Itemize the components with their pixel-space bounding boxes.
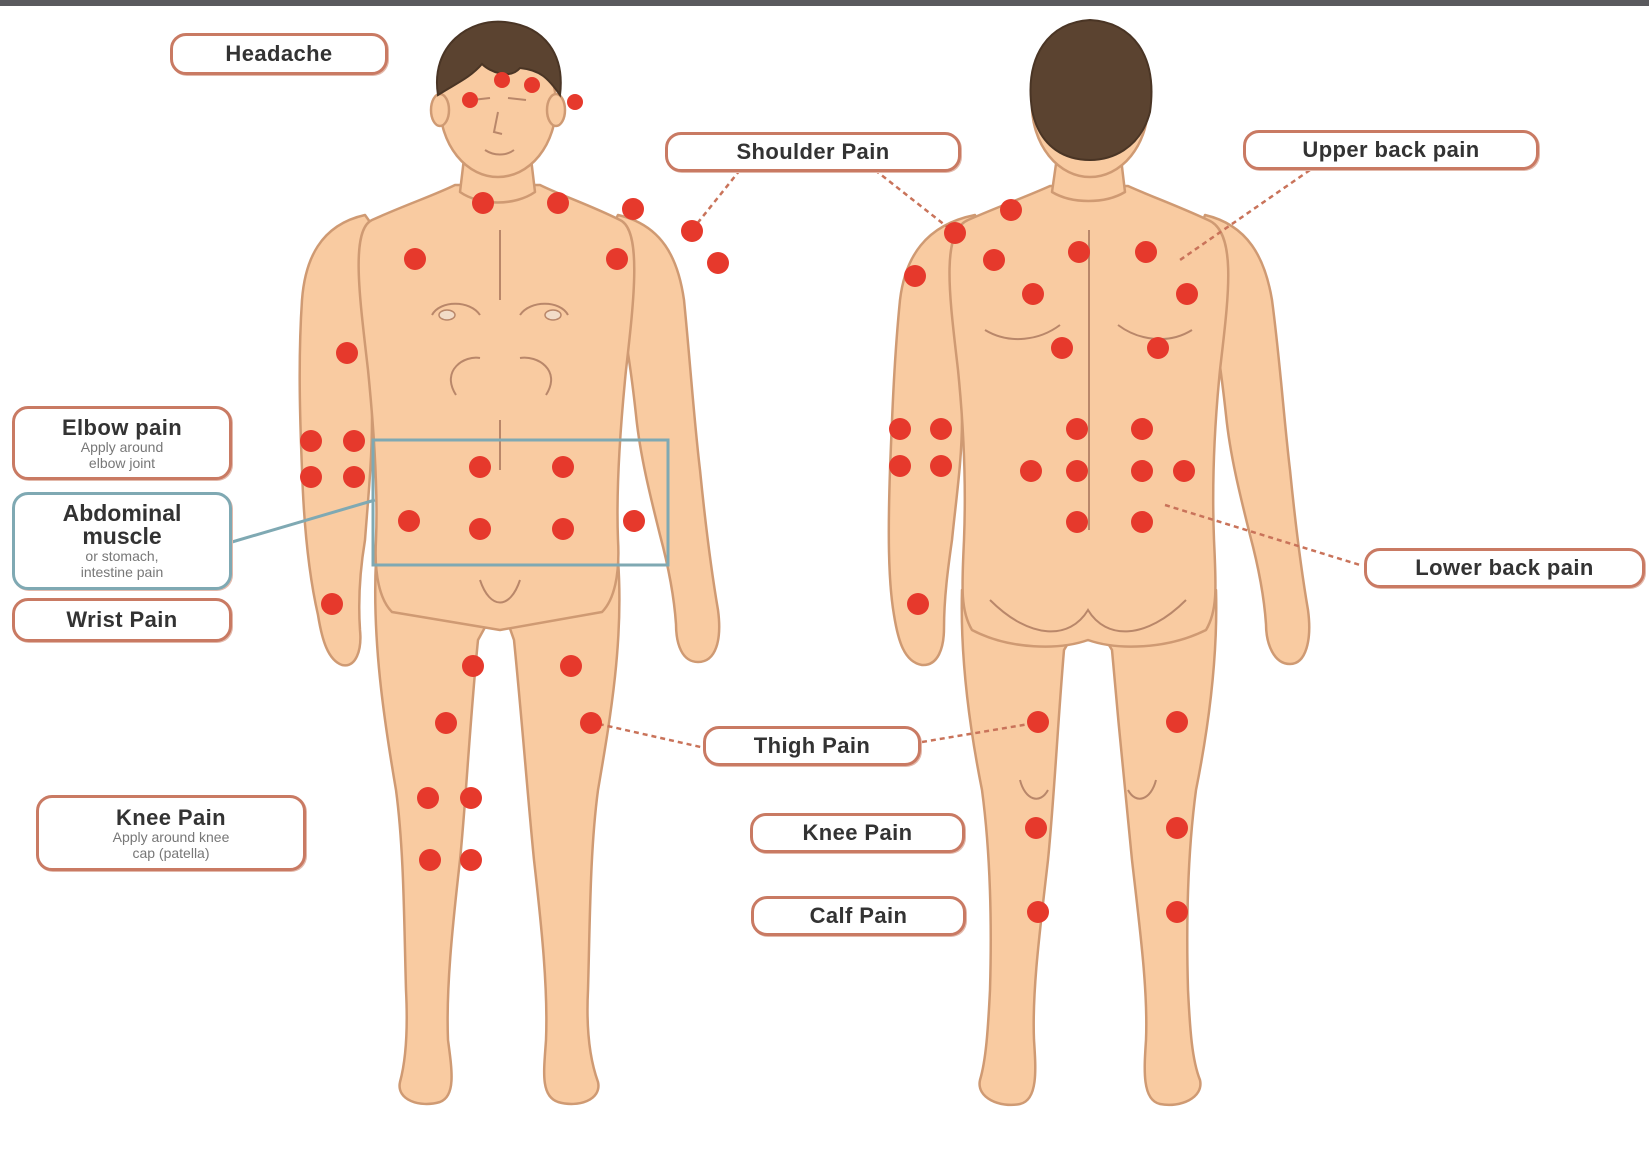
elbow-note-line1: Apply around — [81, 440, 164, 455]
abdominal-note-line2: intestine pain — [81, 565, 164, 580]
lower-back-pain-text: Lower back pain — [1415, 556, 1593, 579]
wrist-pain-text: Wrist Pain — [66, 608, 177, 631]
calf-pain-text: Calf Pain — [810, 904, 908, 927]
abdominal-text-line1: Abdominal — [63, 502, 182, 525]
knee-pain-front-text: Knee Pain — [116, 806, 226, 829]
thigh-pain-text: Thigh Pain — [754, 734, 870, 757]
elbow-pain-text: Elbow pain — [62, 416, 182, 439]
back-hair — [1031, 20, 1152, 160]
knee-note-line1: Apply around knee — [113, 830, 230, 845]
front-body-figure — [300, 33, 719, 1104]
headache-label: Headache — [170, 33, 388, 75]
knee-pain-back-label: Knee Pain — [750, 813, 965, 853]
lower-back-pain-label: Lower back pain — [1364, 548, 1645, 588]
headache-text: Headache — [225, 42, 332, 65]
upper-back-pain-text: Upper back pain — [1302, 138, 1479, 161]
knee-pain-back-text: Knee Pain — [803, 821, 913, 844]
calf-pain-label: Calf Pain — [751, 896, 966, 936]
knee-note-line2: cap (patella) — [132, 846, 209, 861]
shoulder-pain-text: Shoulder Pain — [736, 140, 889, 163]
upper-back-pain-label: Upper back pain — [1243, 130, 1539, 170]
abdominal-note-line1: or stomach, — [85, 549, 158, 564]
elbow-note-line2: elbow joint — [89, 456, 155, 471]
thigh-pain-label: Thigh Pain — [703, 726, 921, 766]
wrist-pain-label: Wrist Pain — [12, 598, 232, 642]
abdominal-muscle-label: Abdominal muscle or stomach, intestine p… — [12, 492, 232, 590]
shoulder-pain-label: Shoulder Pain — [665, 132, 961, 172]
back-body-figure — [889, 33, 1309, 1105]
knee-pain-front-label: Knee Pain Apply around knee cap (patella… — [36, 795, 306, 871]
elbow-pain-label: Elbow pain Apply around elbow joint — [12, 406, 232, 480]
abdominal-text-line2: muscle — [82, 525, 161, 548]
